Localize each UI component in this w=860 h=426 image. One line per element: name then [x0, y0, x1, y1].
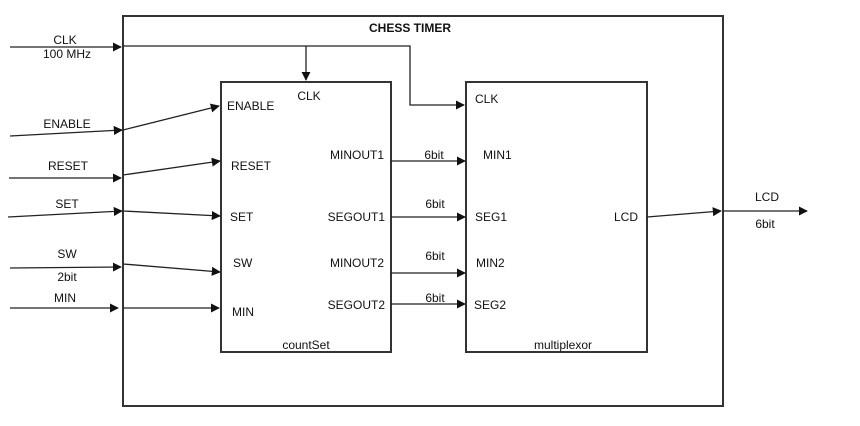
wire-sw-in	[9, 262, 122, 272]
multiplexor-port-clk: CLK	[475, 92, 498, 106]
input-clk-label: CLK	[53, 33, 76, 47]
countset-port-sw: SW	[233, 256, 253, 270]
multiplexor-port-seg1: SEG1	[475, 210, 507, 224]
countset-port-enable: ENABLE	[227, 99, 274, 113]
input-enable-label: ENABLE	[43, 117, 90, 131]
countset-port-clk: CLK	[297, 89, 320, 103]
input-sw-width-label: 2bit	[57, 270, 77, 284]
input-clk-frequency-label: 100 MHz	[43, 47, 91, 61]
wire-set-internal	[122, 210, 221, 221]
countset-block	[220, 81, 392, 353]
bus-width-label-1: 6bit	[424, 148, 444, 162]
countset-port-segout2: SEGOUT2	[328, 298, 386, 312]
bus-width-label-2: 6bit	[425, 197, 445, 211]
wire-enable-internal	[122, 103, 220, 131]
countset-port-min: MIN	[232, 305, 254, 319]
output-lcd-label: LCD	[755, 190, 779, 204]
multiplexor-port-seg2: SEG2	[474, 298, 506, 312]
chess-timer-title: CHESS TIMER	[369, 21, 451, 35]
countset-port-set: SET	[230, 210, 254, 224]
input-sw-label: SW	[57, 247, 77, 261]
wire-reset-internal	[122, 157, 221, 176]
wire-enable-in	[9, 125, 123, 137]
input-set-label: SET	[55, 197, 79, 211]
multiplexor-block-name: multiplexor	[534, 338, 592, 352]
countset-port-minout1: MINOUT1	[330, 148, 384, 162]
multiplexor-port-min1: MIN1	[483, 148, 512, 162]
bus-width-label-4: 6bit	[425, 291, 445, 305]
countset-port-reset: RESET	[231, 159, 272, 173]
multiplexor-block	[465, 81, 648, 353]
multiplexor-port-min2: MIN2	[476, 256, 505, 270]
output-lcd-width-label: 6bit	[755, 217, 775, 231]
countset-port-segout1: SEGOUT1	[328, 210, 386, 224]
countset-block-name: countSet	[282, 338, 330, 352]
multiplexor-port-lcd: LCD	[614, 210, 638, 224]
wire-set-in	[7, 206, 123, 218]
input-min-label: MIN	[54, 291, 76, 305]
countset-port-minout2: MINOUT2	[330, 256, 384, 270]
bus-width-label-3: 6bit	[425, 249, 445, 263]
wire-clk-to-multiplexor	[123, 45, 465, 110]
wire-lcd-internal	[646, 207, 722, 218]
input-reset-label: RESET	[48, 159, 89, 173]
wire-sw-internal	[122, 263, 221, 276]
